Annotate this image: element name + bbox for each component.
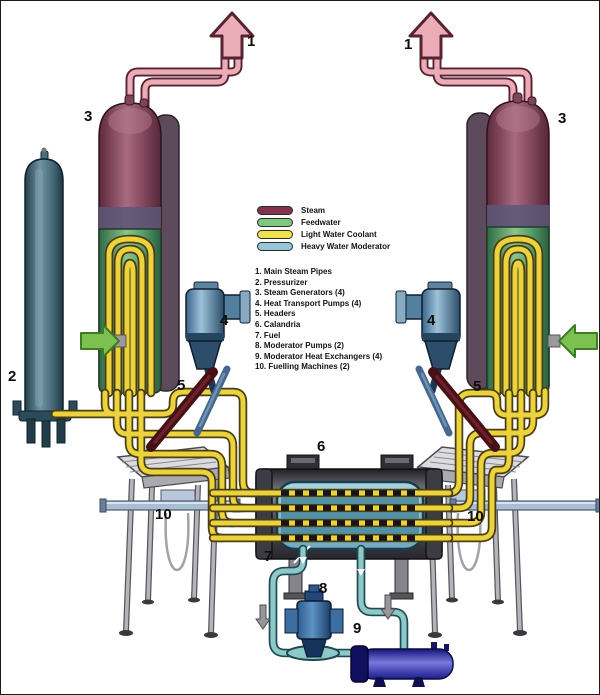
legend-label: Steam <box>301 205 326 215</box>
marker-1-left: 1 <box>247 33 256 50</box>
component-list: 1. Main Steam Pipes 2. Pressurizer 3. St… <box>255 267 382 373</box>
main-steam-pipes-right <box>408 11 528 109</box>
headers-left <box>146 365 231 452</box>
marker-4-left: 4 <box>220 312 229 329</box>
marker-5-right: 5 <box>473 378 482 395</box>
down-arrow-icon <box>255 604 271 630</box>
component-list-item: 1. Main Steam Pipes <box>255 267 332 276</box>
feedwater-swatch <box>257 217 293 227</box>
legend-row-steam: Steam <box>257 204 390 216</box>
moderator-pump <box>284 584 344 661</box>
component-list-item: 2. Pressurizer <box>255 277 308 287</box>
legend-row-feedwater: Feedwater <box>257 216 390 228</box>
pressurizer <box>12 147 78 448</box>
feedwater-arrow-right <box>547 324 598 358</box>
main-steam-pipes-left <box>130 11 255 111</box>
marker-1-right: 1 <box>404 36 413 53</box>
marker-4-right: 4 <box>427 312 436 329</box>
marker-3-right: 3 <box>558 110 567 127</box>
flow-arrow-icon <box>357 569 365 576</box>
marker-9: 9 <box>353 620 362 637</box>
headers-right <box>415 365 500 452</box>
legend-row-moderator: Heavy Water Moderator <box>257 240 390 252</box>
u-tubes-icon <box>492 234 544 398</box>
component-list-item: 5. Headers <box>255 309 296 319</box>
down-arrow-icon <box>380 594 396 620</box>
moderator-heat-exchanger <box>350 642 454 687</box>
legend-row-coolant: Light Water Coolant <box>257 228 390 240</box>
steam-generator-left <box>98 94 180 398</box>
steam-arrow-icon <box>408 11 454 60</box>
component-list-item: 9. Moderator Heat Exchangers (4) <box>255 351 383 361</box>
marker-2: 2 <box>8 368 17 385</box>
marker-8: 8 <box>319 580 328 597</box>
legend-label: Heavy Water Moderator <box>301 241 391 251</box>
marker-7: 7 <box>264 548 273 565</box>
u-tubes-icon <box>104 234 156 398</box>
marker-6: 6 <box>317 438 326 455</box>
component-list-item: 4. Heat Transport Pumps (4) <box>255 298 362 308</box>
flow-arrow-icon <box>299 557 307 564</box>
legend: Steam Feedwater Light Water Coolant Heav… <box>257 204 390 252</box>
steam-swatch <box>257 205 293 215</box>
component-list-item: 6. Calandria <box>255 319 301 329</box>
component-list-item: 8. Moderator Pumps (2) <box>255 341 344 351</box>
moderator-swatch <box>257 241 293 251</box>
marker-10-right: 10 <box>467 508 484 525</box>
marker-5-left: 5 <box>177 377 186 394</box>
legend-label: Feedwater <box>301 217 341 227</box>
green-arrow-icon <box>80 324 120 358</box>
feedwater-arrow-left <box>80 324 127 358</box>
coolant-swatch <box>257 229 293 239</box>
marker-3-left: 3 <box>84 108 93 125</box>
component-list-item: 3. Steam Generators (4) <box>255 288 345 298</box>
marker-10-left: 10 <box>155 506 172 523</box>
heat-transport-pump-left <box>185 281 251 395</box>
fuelling-machine-right <box>415 446 599 638</box>
heat-transport-pump-right <box>395 281 461 395</box>
component-list-item: 7. Fuel <box>255 330 281 340</box>
moderator-pipes <box>255 549 404 653</box>
component-list-item: 10. Fuelling Machines (2) <box>255 362 350 372</box>
steam-generator-right <box>466 92 550 398</box>
green-arrow-icon <box>558 324 598 358</box>
steam-arrow-icon <box>209 11 255 60</box>
legend-label: Light Water Coolant <box>301 229 377 239</box>
